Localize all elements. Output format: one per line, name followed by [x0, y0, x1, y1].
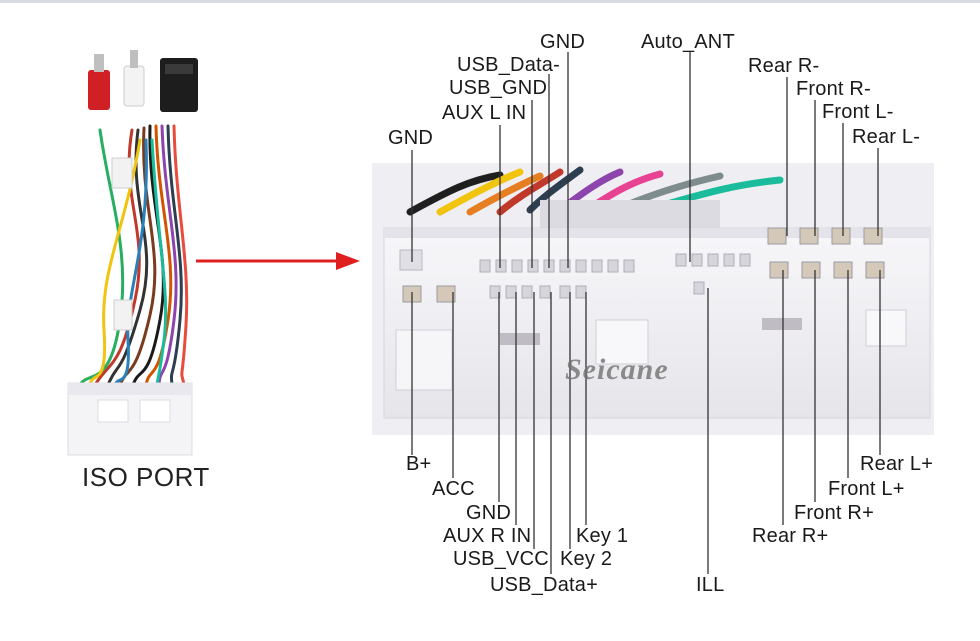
label-aux-r-in: AUX R IN — [443, 525, 532, 547]
brand-watermark: Seicane — [565, 353, 669, 386]
label-gnd-bottom: GND — [466, 502, 512, 524]
top-divider — [0, 0, 980, 3]
label-gnd-top: GND — [540, 31, 586, 53]
label-front-l-minus: Front L- — [822, 101, 894, 123]
label-rear-l-minus: Rear L- — [852, 126, 921, 148]
label-front-r-minus: Front R- — [796, 78, 871, 100]
label-gnd-left: GND — [388, 127, 434, 149]
label-acc: ACC — [432, 478, 475, 500]
label-usb-data-plus: USB_Data+ — [490, 574, 598, 596]
label-aux-l-in: AUX L IN — [442, 102, 527, 124]
iso-port-label: ISO PORT — [82, 462, 210, 492]
label-front-l-plus: Front L+ — [828, 478, 905, 500]
label-rear-l-plus: Rear L+ — [860, 453, 934, 475]
label-ill: ILL — [696, 574, 725, 596]
right-arrow-icon — [196, 252, 360, 270]
label-b-plus: B+ — [406, 453, 432, 475]
connector-plug-icon — [372, 163, 934, 435]
label-rear-r-plus: Rear R+ — [752, 525, 829, 547]
label-front-r-plus: Front R+ — [794, 502, 874, 524]
label-key-2: Key 2 — [560, 548, 613, 570]
wire-harness-icon — [67, 50, 198, 456]
label-auto-ant: Auto_ANT — [641, 31, 735, 53]
leader-lines — [411, 52, 881, 574]
label-key-1: Key 1 — [576, 525, 629, 547]
label-usb-vcc: USB_VCC — [453, 548, 549, 570]
label-usb-gnd: USB_GND — [449, 77, 548, 99]
label-usb-data-minus: USB_Data- — [457, 54, 560, 76]
label-rear-r-minus: Rear R- — [748, 55, 820, 77]
